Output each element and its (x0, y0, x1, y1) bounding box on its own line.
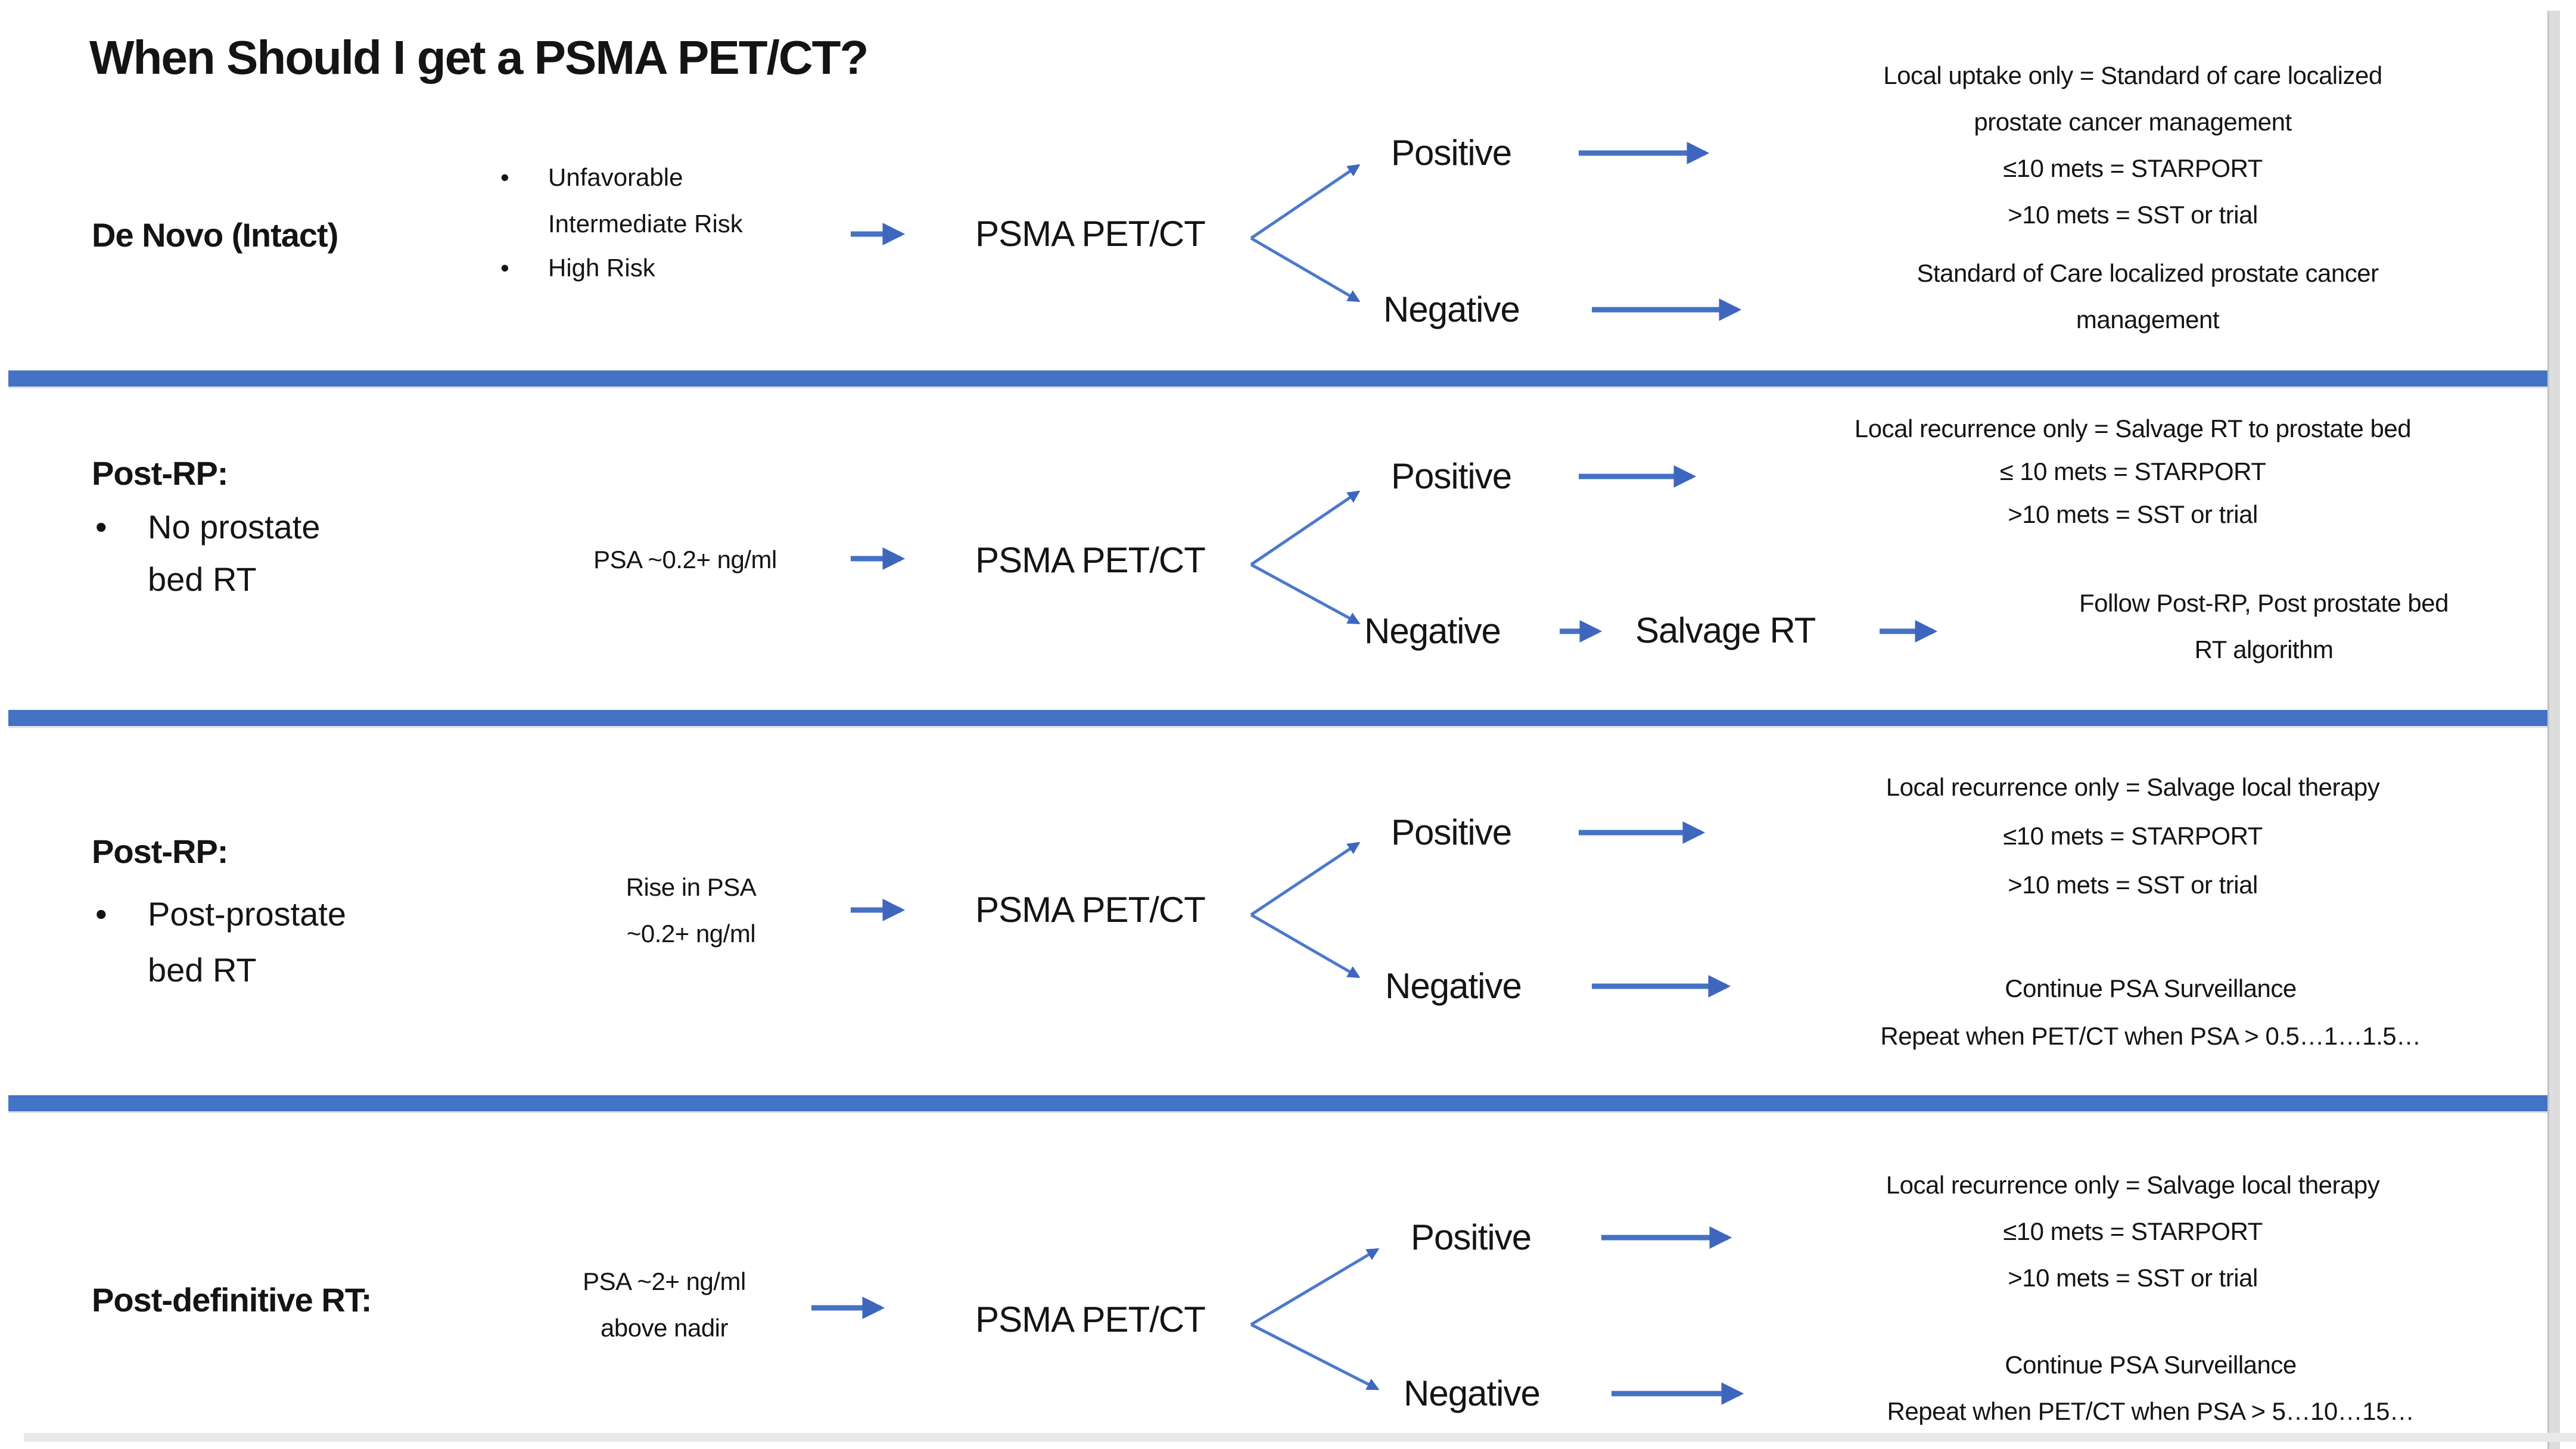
row1-negative-outcome: Standard of Care localized prostate canc… (1917, 259, 2379, 334)
page-title: When Should I get a PSMA PET/CT? (89, 31, 869, 84)
row4-positive-outcome: Local recurrence only = Salvage local th… (1886, 1171, 2380, 1292)
row4-negative-label: Negative (1404, 1373, 1541, 1413)
branch-row4-negative-line (1250, 1323, 1380, 1391)
row3-psma-node: PSMA PET/CT (975, 890, 1206, 930)
section-divider-bar (8, 710, 2557, 726)
section-divider-bar (8, 1095, 2557, 1111)
row2-heading: Post-RP: (92, 454, 228, 492)
list-item: Intermediate Risk (548, 210, 743, 238)
row2-positive-label: Positive (1391, 456, 1512, 496)
row3-negative-label: Negative (1385, 966, 1522, 1006)
row1-negative-label: Negative (1383, 289, 1520, 329)
list-item: bed RT (148, 560, 257, 598)
row4-negative-outcome: Continue PSA Surveillance Repeat when PE… (1887, 1351, 2415, 1425)
row4-heading: Post-definitive RT: (92, 1281, 372, 1319)
row1-positive-label: Positive (1391, 133, 1512, 173)
branch-row1-positive-line (1250, 164, 1361, 240)
row3-heading: Post-RP: (92, 833, 228, 870)
row3-positive-label: Positive (1391, 812, 1512, 852)
row2-condition: PSA ~0.2+ ng/ml (593, 546, 777, 574)
branch-row4-positive-line (1250, 1248, 1380, 1326)
bullet-icon: • (95, 895, 107, 933)
bullet-icon: • (500, 163, 509, 191)
row3-negative-outcome: Continue PSA Surveillance Repeat when PE… (1880, 974, 2421, 1050)
row2-negative-outcome: Follow Post-RP, Post prostate bed RT alg… (2079, 589, 2449, 663)
branch-row2-negative-line (1250, 563, 1361, 625)
bullet-icon: • (500, 254, 509, 282)
row4-psma-node: PSMA PET/CT (975, 1300, 1206, 1339)
row2-negative-label: Negative (1364, 611, 1501, 651)
row1-psma-node: PSMA PET/CT (975, 214, 1206, 254)
right-edge-strip (2547, 11, 2560, 1449)
row2-psma-node: PSMA PET/CT (975, 540, 1206, 580)
branch-row3-negative-line (1250, 913, 1361, 979)
section-divider-bar (8, 370, 2557, 387)
list-item: bed RT (148, 951, 257, 989)
row2-salvage-rt-step: Salvage RT (1635, 610, 1816, 650)
row3-positive-outcome: Local recurrence only = Salvage local th… (1886, 773, 2380, 899)
branch-row2-positive-line (1250, 490, 1361, 566)
bottom-edge-strip (24, 1433, 2576, 1442)
row2-positive-outcome: Local recurrence only = Salvage RT to pr… (1854, 415, 2412, 528)
row3-condition: Rise in PSA ~0.2+ ng/ml (626, 873, 757, 948)
row4-positive-label: Positive (1411, 1217, 1532, 1257)
row4-condition: PSA ~2+ ng/ml above nadir (583, 1267, 746, 1342)
branch-row3-positive-line (1250, 842, 1361, 917)
list-item: •Unfavorable (500, 163, 683, 191)
row1-positive-outcome: Local uptake only = Standard of care loc… (1883, 61, 2382, 229)
list-item: •Post-prostate (95, 895, 347, 933)
branch-row1-negative-line (1250, 236, 1361, 303)
bullet-icon: • (95, 508, 107, 546)
list-item: •High Risk (500, 254, 655, 282)
row1-heading: De Novo (Intact) (92, 216, 338, 254)
list-item: •No prostate (95, 508, 321, 546)
